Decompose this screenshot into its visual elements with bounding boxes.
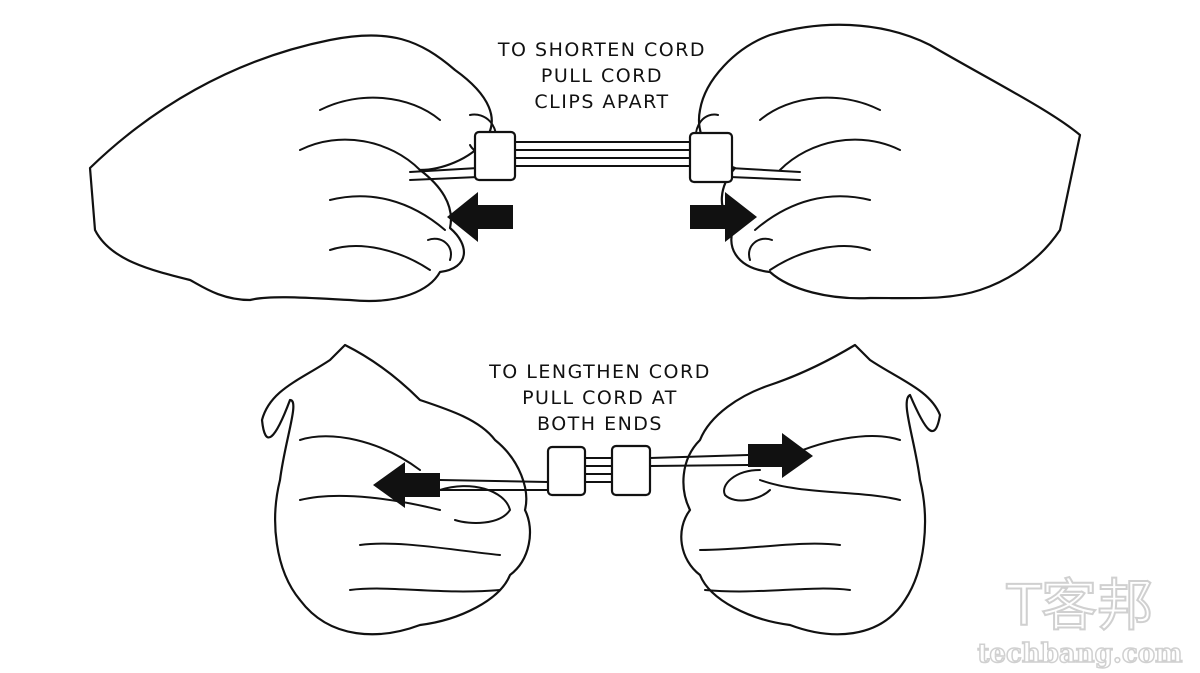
instruction-line: PULL CORD AT <box>522 387 678 409</box>
instruction-line: BOTH ENDS <box>537 413 663 435</box>
top-right-cord-clip <box>688 131 734 184</box>
bottom-right-hand <box>680 343 942 636</box>
svg-text:techbang.com: techbang.com <box>977 639 1182 669</box>
bottom-right-arrow-icon <box>748 433 813 478</box>
bottom-left-arrow-icon <box>373 462 440 508</box>
shorten-instruction: TO SHORTEN CORD PULL CORD CLIPS APART <box>442 37 762 115</box>
top-left-cord-clip <box>473 130 517 182</box>
svg-text:T客邦: T客邦 <box>1006 574 1153 639</box>
top-left-arrow-icon <box>447 192 513 242</box>
top-cord <box>409 141 801 181</box>
bottom-left-cord-clip <box>546 445 587 497</box>
top-left-hand <box>88 34 497 302</box>
instruction-line: PULL CORD <box>540 65 664 87</box>
instruction-line: TO SHORTEN CORD <box>497 39 707 61</box>
instruction-line: TO LENGTHEN CORD <box>489 361 711 383</box>
instruction-line: CLIPS APART <box>534 91 670 113</box>
top-right-arrow-icon <box>690 192 757 242</box>
bottom-cord <box>439 454 749 491</box>
top-right-hand <box>694 23 1082 300</box>
techbang-watermark-logo: T客邦 techbang.com <box>977 573 1184 670</box>
bottom-right-cord-clip <box>610 444 652 497</box>
lengthen-instruction: TO LENGTHEN CORD PULL CORD AT BOTH ENDS <box>440 359 760 437</box>
